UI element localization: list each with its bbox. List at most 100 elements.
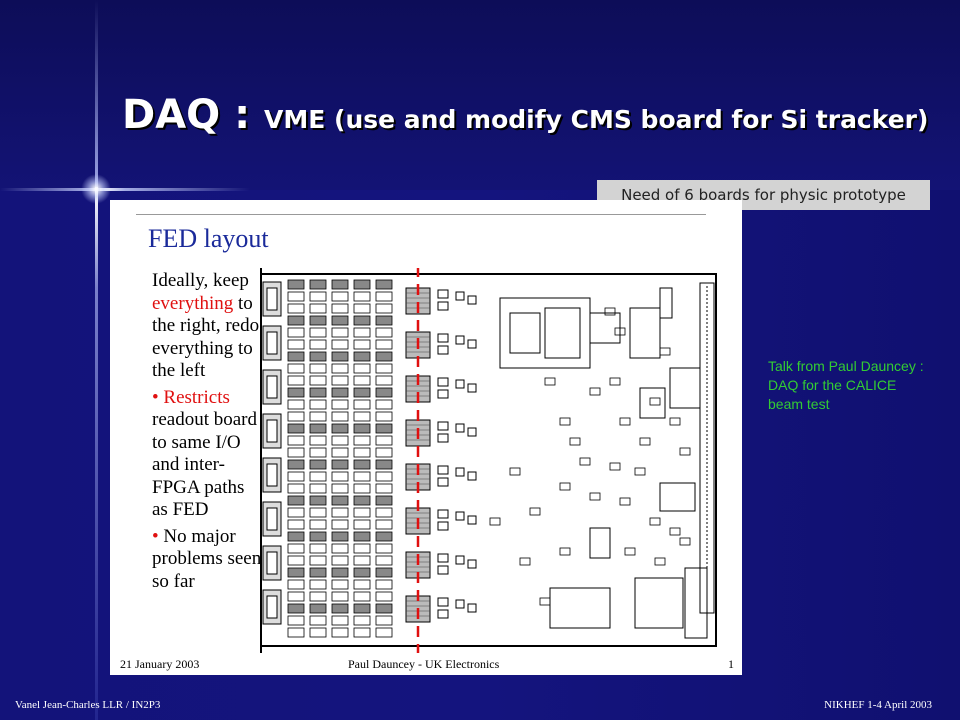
chip — [375, 339, 393, 350]
chip — [331, 531, 349, 542]
figure-rule — [136, 214, 706, 215]
small-part — [509, 467, 521, 476]
chip — [375, 327, 393, 338]
chip — [287, 291, 305, 302]
chip — [287, 327, 305, 338]
chip — [287, 507, 305, 518]
chip — [375, 351, 393, 362]
chip — [287, 543, 305, 554]
figure-footer: 21 January 2003 Paul Dauncey - UK Electr… — [110, 652, 742, 675]
chip — [331, 471, 349, 482]
small-part — [654, 557, 666, 566]
chip — [309, 303, 327, 314]
chip — [331, 447, 349, 458]
small-part — [609, 462, 621, 471]
text-line: readout board — [152, 409, 257, 430]
small-part — [609, 377, 621, 386]
chip — [331, 315, 349, 326]
highlight-word: everything — [152, 292, 234, 314]
chip — [331, 411, 349, 422]
chip — [309, 495, 327, 506]
bullet-line: • No major — [152, 526, 277, 549]
chip — [309, 399, 327, 410]
chip — [331, 303, 349, 314]
chip — [331, 507, 349, 518]
chip — [309, 339, 327, 350]
chip — [331, 567, 349, 578]
text-line: Ideally, keep — [152, 270, 249, 291]
chip — [331, 627, 349, 638]
chip — [287, 519, 305, 530]
chip — [309, 591, 327, 602]
chip — [309, 579, 327, 590]
chip — [353, 279, 371, 290]
chip — [353, 615, 371, 626]
small-part — [679, 537, 691, 546]
small-part — [679, 447, 691, 456]
chip — [375, 387, 393, 398]
chip — [331, 339, 349, 350]
chip — [287, 339, 305, 350]
bullet-icon: • — [152, 525, 159, 547]
chip — [331, 363, 349, 374]
chip — [353, 315, 371, 326]
chip — [309, 531, 327, 542]
small-part — [539, 597, 551, 606]
small-part — [659, 347, 671, 356]
chip — [353, 567, 371, 578]
small-part — [529, 507, 541, 516]
chip — [287, 615, 305, 626]
chip — [331, 579, 349, 590]
chip — [375, 411, 393, 422]
footer-event: NIKHEF 1-4 April 2003 — [824, 699, 932, 711]
chip — [331, 519, 349, 530]
small-part — [589, 387, 601, 396]
chip — [309, 315, 327, 326]
board-outline — [260, 273, 717, 647]
chip — [309, 423, 327, 434]
chip — [309, 543, 327, 554]
small-part — [604, 307, 616, 316]
right-components — [499, 282, 715, 639]
chip — [375, 399, 393, 410]
lower-chip — [549, 587, 611, 629]
chip — [331, 327, 349, 338]
chip — [353, 483, 371, 494]
chip — [309, 351, 327, 362]
chip — [287, 399, 305, 410]
chip — [375, 291, 393, 302]
text-line: and inter- — [152, 454, 225, 475]
chip — [309, 603, 327, 614]
front-connectors — [262, 281, 282, 625]
chip — [331, 543, 349, 554]
chip — [353, 291, 371, 302]
chip — [331, 495, 349, 506]
chip — [309, 555, 327, 566]
chip — [331, 459, 349, 470]
figure-title: FED layout — [148, 224, 269, 253]
small-part — [619, 417, 631, 426]
chip — [331, 351, 349, 362]
chip — [309, 411, 327, 422]
chip — [353, 399, 371, 410]
text-line: problems seen — [152, 548, 262, 569]
chip — [375, 567, 393, 578]
chip — [375, 555, 393, 566]
chip-columns — [287, 279, 393, 638]
chip — [353, 447, 371, 458]
chip — [309, 363, 327, 374]
chip — [287, 591, 305, 602]
chip — [353, 303, 371, 314]
small-part — [559, 547, 571, 556]
text-line: everything to — [152, 293, 277, 316]
chip — [309, 483, 327, 494]
text-line: FPGA paths — [152, 476, 245, 498]
chip — [331, 279, 349, 290]
small-part — [624, 547, 636, 556]
chip — [287, 495, 305, 506]
chip — [375, 483, 393, 494]
chip — [375, 375, 393, 386]
chip — [353, 579, 371, 590]
chip — [309, 291, 327, 302]
chip — [331, 291, 349, 302]
